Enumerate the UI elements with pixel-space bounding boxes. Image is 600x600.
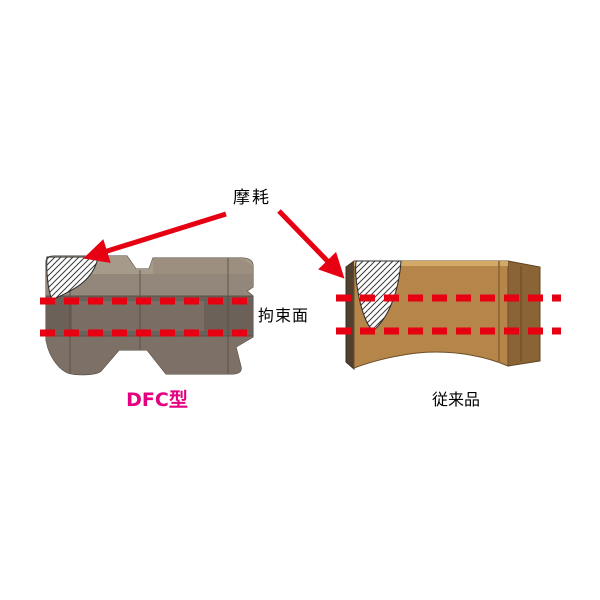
constraint-lines <box>40 294 561 337</box>
dfc-type-caption: DFC型 <box>126 389 188 411</box>
dfc-insert-illustration <box>45 255 254 376</box>
wear-region-dfc <box>46 256 99 301</box>
constraint-surface-label: 拘束面 <box>258 306 310 325</box>
conventional-insert-illustration <box>345 260 541 371</box>
wear-arrows <box>83 209 345 279</box>
wear-arrow-left <box>83 211 227 263</box>
wear-label: 摩耗 <box>233 188 271 208</box>
conventional-product-caption: 従来品 <box>431 390 480 409</box>
wear-arrow-right <box>277 209 345 279</box>
